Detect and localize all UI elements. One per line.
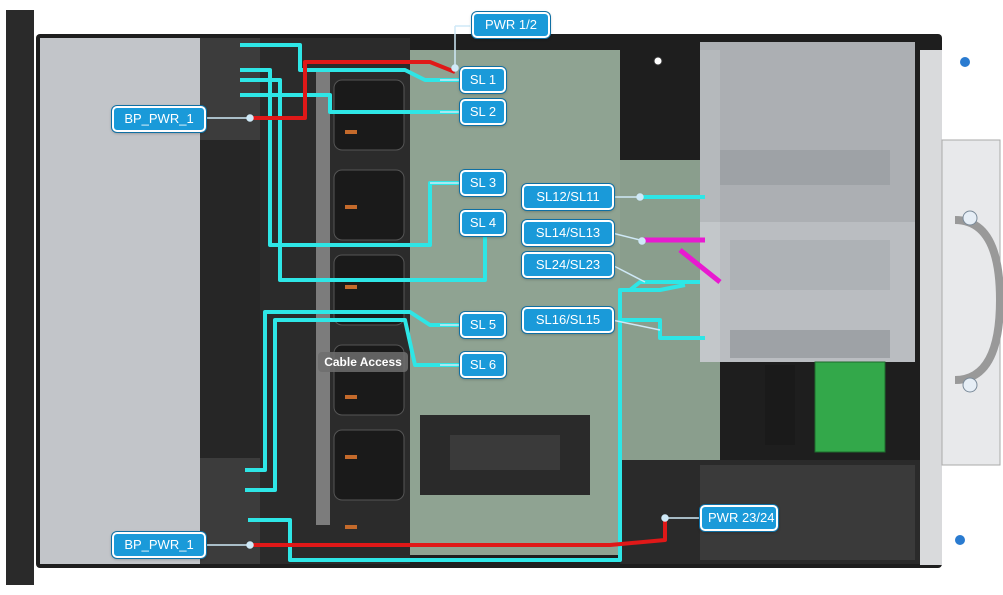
ocp-card xyxy=(814,361,886,453)
signal-cables xyxy=(240,43,705,562)
fan-2 xyxy=(333,169,405,241)
leader-dot-bp-pwr-top xyxy=(246,114,254,122)
fan-1 xyxy=(333,79,405,151)
callout-sl1: SL 1 xyxy=(460,67,506,93)
callout-sl4: SL 4 xyxy=(460,210,506,236)
cpu-area xyxy=(620,50,700,160)
fan-connector-6 xyxy=(345,525,357,529)
callout-bp-pwr-bottom: BP_PWR_1 xyxy=(112,532,206,558)
pcie-slot-c xyxy=(450,435,560,470)
cable-access-label: Cable Access xyxy=(318,352,408,372)
cable-sl1 xyxy=(240,43,460,82)
rear-thumbscrew-top xyxy=(960,57,970,67)
callout-pwr-1-2: PWR 1/2 xyxy=(472,12,550,38)
cable-riser-b xyxy=(248,283,686,562)
callout-sl14-sl13: SL14/SL13 xyxy=(522,220,614,246)
riser-card-mid xyxy=(730,240,890,290)
fan-3 xyxy=(333,254,405,326)
power-cables xyxy=(250,60,667,547)
cable-sl6 xyxy=(245,318,460,492)
leader-dot-pwr-1-2 xyxy=(451,64,459,72)
fan-connector-2 xyxy=(345,205,357,209)
backplane-top xyxy=(200,38,260,140)
callout-sl3: SL 3 xyxy=(460,170,506,196)
fan-5 xyxy=(333,429,405,501)
fan-connector-1 xyxy=(345,130,357,134)
standoff xyxy=(653,56,663,66)
cable-pwr-23-24 xyxy=(250,518,667,547)
leader-sl16-sl15 xyxy=(611,319,661,331)
leader-dot-bp-pwr-bottom xyxy=(246,541,254,549)
fan-connector-4 xyxy=(345,395,357,399)
pcie-slot-a xyxy=(765,365,795,445)
left-rail xyxy=(6,10,34,585)
callout-sl2: SL 2 xyxy=(460,99,506,125)
riser-card-low xyxy=(730,330,890,358)
leader-dot-sl14-sl13 xyxy=(638,237,646,245)
cable-pwr-1-2 xyxy=(250,60,456,120)
cable-sl14-sl13 xyxy=(640,237,722,284)
callout-sl16-sl15: SL16/SL15 xyxy=(522,307,614,333)
riser-cage-top xyxy=(700,42,915,222)
cable-sl4 xyxy=(240,78,487,282)
fan-connector-3 xyxy=(345,285,357,289)
callout-sl6: SL 6 xyxy=(460,352,506,378)
callout-pwr-23-24: PWR 23/24 xyxy=(700,505,778,531)
rear-handle xyxy=(941,139,1001,466)
fan-rail xyxy=(316,70,330,525)
cable-sl24-sl23 xyxy=(628,280,700,292)
leader-sl14-sl13 xyxy=(611,232,641,241)
rear-thumbscrew-bottom xyxy=(955,535,965,545)
riser-card-top xyxy=(720,150,890,185)
callout-sl24-sl23: SL24/SL23 xyxy=(522,252,614,278)
rear-panel xyxy=(920,50,942,565)
leader-sl24-sl23 xyxy=(611,264,646,283)
callout-sl5: SL 5 xyxy=(460,312,506,338)
cable-sl16-sl15 xyxy=(620,318,705,340)
backplane-mid xyxy=(200,140,260,458)
callout-bp-pwr-top: BP_PWR_1 xyxy=(112,106,206,132)
rear-latch-bottom xyxy=(962,377,978,393)
leader-lines xyxy=(205,25,700,549)
cable-sl5 xyxy=(245,310,460,472)
leader-dot-pwr-23-24 xyxy=(661,514,669,522)
fan-row xyxy=(333,79,405,501)
fan-connector-5 xyxy=(345,455,357,459)
cable-sl2 xyxy=(240,93,460,114)
callout-sl12-sl11: SL12/SL11 xyxy=(522,184,614,210)
rear-handle-grip xyxy=(954,216,1003,384)
leader-dot-sl12-sl11 xyxy=(636,193,644,201)
rear-latch-top xyxy=(962,210,978,226)
